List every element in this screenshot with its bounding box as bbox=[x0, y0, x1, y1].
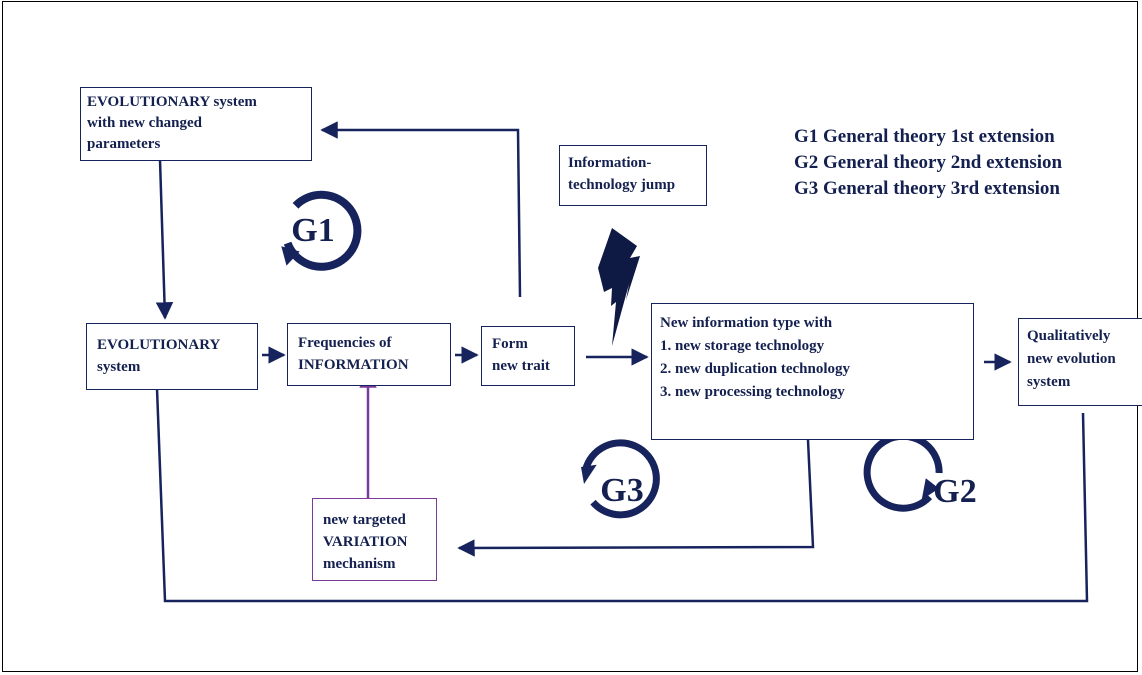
arrow-evo-changed-to-evo bbox=[155, 159, 174, 320]
box-line: Form bbox=[492, 336, 528, 352]
arrow-qual-to-evo bbox=[147, 360, 1089, 603]
cycle-g3-label: G3 bbox=[600, 472, 643, 509]
box-line: EVOLUTIONARY bbox=[97, 337, 221, 353]
cycle-g2-icon: G2 bbox=[863, 432, 977, 512]
arrow-new-info-to-variation bbox=[457, 439, 815, 557]
form-trait-box: Form new trait bbox=[481, 326, 575, 386]
frequencies-box: Frequencies of INFORMATION bbox=[287, 323, 451, 386]
cycle-g1-icon: G1 bbox=[281, 190, 362, 271]
legend-item: G1 General theory 1st extension bbox=[794, 126, 1055, 147]
box-line: New information type with bbox=[660, 315, 833, 331]
evolutionary-system-box: EVOLUTIONARY system bbox=[86, 323, 258, 390]
box-line: mechanism bbox=[323, 556, 396, 572]
box-line: 3. new processing technology bbox=[660, 384, 845, 400]
box-line: with new changed bbox=[87, 115, 203, 131]
cycle-g1-label: G1 bbox=[291, 212, 334, 249]
targeted-variation-box: new targeted VARIATION mechanism bbox=[312, 498, 437, 581]
box-line: system bbox=[97, 359, 141, 375]
legend-item: G3 General theory 3rd extension bbox=[794, 178, 1060, 199]
box-line: Information- bbox=[568, 155, 652, 171]
box-line: INFORMATION bbox=[298, 357, 409, 373]
arrow-form-to-evo-changed bbox=[320, 121, 522, 298]
box-line: EVOLUTIONARY system bbox=[87, 94, 257, 110]
box-line: Frequencies of bbox=[298, 335, 392, 351]
box-line: new evolution bbox=[1027, 351, 1116, 367]
legend-item: G2 General theory 2nd extension bbox=[794, 152, 1063, 173]
box-line: VARIATION bbox=[323, 534, 408, 550]
new-information-type-box: New information type with 1. new storage… bbox=[651, 303, 974, 440]
cycle-g2-label: G2 bbox=[933, 473, 976, 510]
qualitatively-new-box: Qualitatively new evolution system bbox=[1018, 318, 1142, 406]
box-line: system bbox=[1027, 374, 1071, 390]
legend: G1 General theory 1st extension G2 Gener… bbox=[794, 124, 1062, 202]
information-jump-box: Information- technology jump bbox=[559, 145, 707, 206]
box-line: new trait bbox=[492, 358, 550, 374]
cycle-g3-icon: G3 bbox=[581, 439, 660, 519]
box-line: technology jump bbox=[568, 177, 676, 193]
box-line: new targeted bbox=[323, 512, 406, 528]
box-line: 1. new storage technology bbox=[660, 338, 825, 354]
evolutionary-changed-box: EVOLUTIONARY system with new changed par… bbox=[80, 87, 312, 161]
box-line: 2. new duplication technology bbox=[660, 361, 851, 377]
lightning-bolt-icon bbox=[598, 228, 640, 346]
box-line: parameters bbox=[87, 136, 161, 152]
box-line: Qualitatively bbox=[1027, 328, 1111, 344]
